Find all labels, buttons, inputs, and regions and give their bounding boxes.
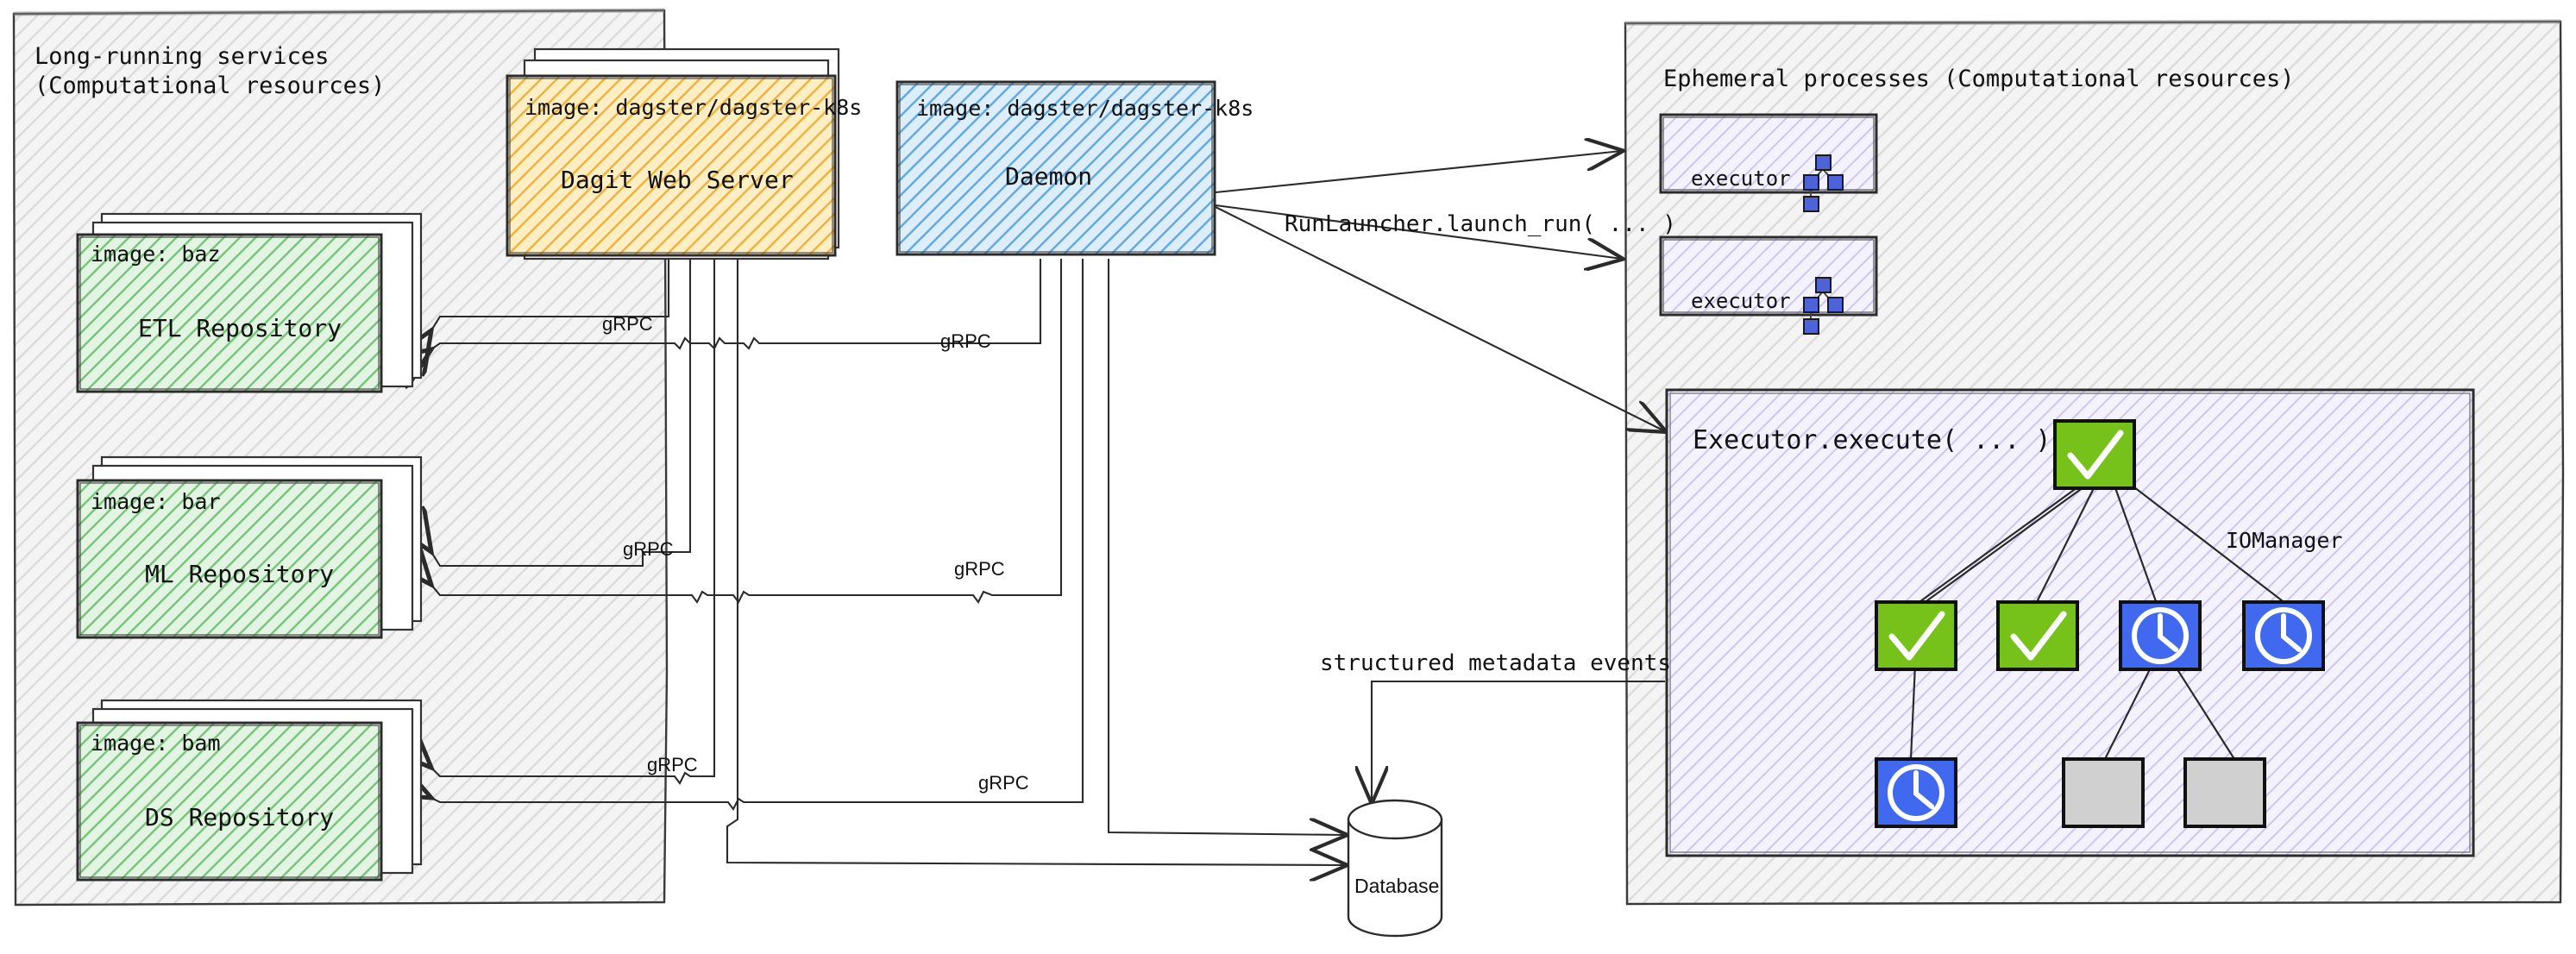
grpc-label: gRPC xyxy=(954,558,1005,580)
repo-ml-name: ML Repository xyxy=(145,560,334,588)
grpc-label: gRPC xyxy=(978,772,1029,794)
executor-2-label: executor xyxy=(1691,289,1791,313)
executor-box-1[interactable] xyxy=(1659,113,1878,194)
execute-panel-title: Executor.execute( ... ) xyxy=(1693,425,2051,455)
executor-1-label: executor xyxy=(1691,166,1791,191)
right-panel-title: Ephemeral processes (Computational resou… xyxy=(1663,66,2295,92)
grpc-label: gRPC xyxy=(602,313,653,335)
service-daemon[interactable] xyxy=(895,80,1216,256)
repo-etl-image-label: image: baz xyxy=(91,242,221,267)
repo-ml-image-label: image: bar xyxy=(91,489,221,514)
dagit-name: Dagit Web Server xyxy=(561,166,794,194)
repo-ds-image-label: image: bam xyxy=(91,731,221,756)
grpc-label: gRPC xyxy=(647,754,698,775)
metadata-events-edge xyxy=(1372,680,1665,802)
database-edges xyxy=(726,259,1346,865)
execute-dag-edges xyxy=(1909,480,2287,760)
repo-ds-name: DS Repository xyxy=(145,803,334,832)
run-launcher-edges xyxy=(1215,151,1665,431)
left-panel-title-line2: (Computational resources) xyxy=(35,72,385,99)
database-label: Database xyxy=(1354,875,1439,897)
dag-icon xyxy=(1803,154,1844,212)
metadata-events-label: structured metadata events xyxy=(1320,650,1671,676)
service-dagit[interactable] xyxy=(506,47,840,260)
daemon-name: Daemon xyxy=(1005,162,1092,191)
dag-icon xyxy=(1803,277,1844,335)
grpc-label: gRPC xyxy=(940,330,991,352)
iomanager-label: IOManager xyxy=(2226,528,2342,553)
left-panel-title-line1: Long-running services xyxy=(35,43,329,70)
execute-dag-nodes xyxy=(1875,419,2325,828)
grpc-label: gRPC xyxy=(623,538,674,560)
grpc-edges xyxy=(431,259,1084,811)
run-launcher-label: RunLauncher.launch_run( ... ) xyxy=(1285,211,1676,237)
daemon-image-label: image: dagster/dagster-k8s xyxy=(916,96,1253,121)
dagit-image-label: image: dagster/dagster-k8s xyxy=(525,95,862,120)
repo-etl-name: ETL Repository xyxy=(138,314,342,342)
repository-etl[interactable] xyxy=(76,212,423,393)
repository-ds[interactable] xyxy=(76,699,423,882)
database-cylinder[interactable] xyxy=(1347,799,1443,938)
repository-ml[interactable] xyxy=(76,455,423,639)
